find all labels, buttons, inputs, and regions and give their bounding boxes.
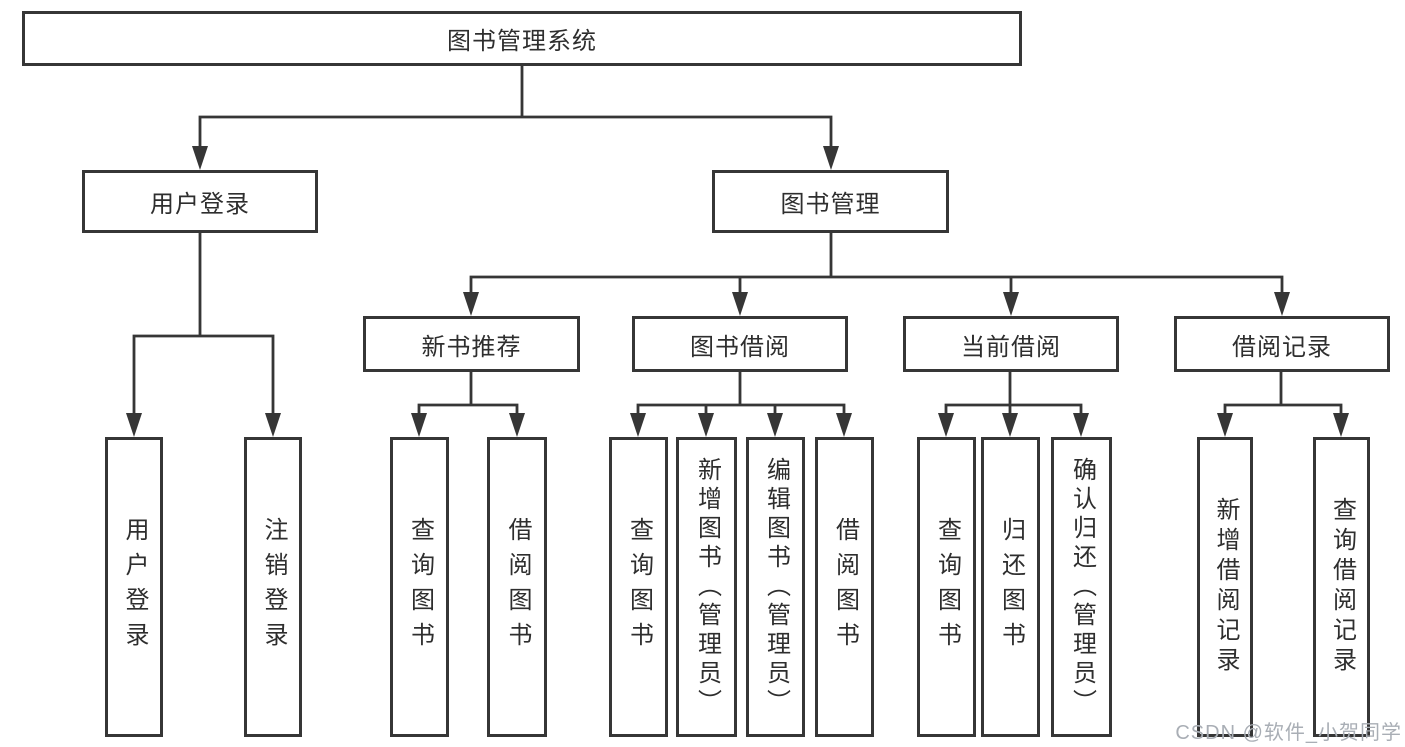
leaf-query-books-current: 查询图书 [917, 437, 976, 737]
leaf-label: 编辑图书（管理员） [762, 456, 790, 718]
node-new-book-recommend: 新书推荐 [363, 316, 580, 372]
leaf-query-books-recommend: 查询图书 [390, 437, 449, 737]
leaf-edit-books-admin: 编辑图书（管理员） [746, 437, 805, 737]
leaf-label: 确认归还（管理员） [1068, 456, 1096, 718]
leaf-user-login: 用户登录 [105, 437, 163, 737]
leaf-confirm-return-admin: 确认归还（管理员） [1051, 437, 1112, 737]
leaf-return-books: 归还图书 [981, 437, 1040, 737]
node-borrowing-records: 借阅记录 [1174, 316, 1390, 372]
leaf-label: 查询借阅记录 [1328, 497, 1356, 677]
leaf-label: 新增借阅记录 [1212, 497, 1239, 677]
leaf-query-books-borrowing: 查询图书 [609, 437, 668, 737]
leaf-label: 借阅图书 [504, 517, 531, 657]
leaf-label: 新增图书（管理员） [693, 456, 721, 718]
node-user-login: 用户登录 [82, 170, 318, 233]
node-current-borrowing: 当前借阅 [903, 316, 1119, 372]
leaf-logout: 注销登录 [244, 437, 302, 737]
node-book-borrowing: 图书借阅 [632, 316, 848, 372]
leaf-borrow-books: 借阅图书 [815, 437, 874, 737]
leaf-borrow-books-recommend: 借阅图书 [487, 437, 547, 737]
node-library-management-system: 图书管理系统 [22, 11, 1022, 66]
leaf-add-books-admin: 新增图书（管理员） [676, 437, 737, 737]
leaf-label: 归还图书 [997, 517, 1025, 657]
leaf-label: 查询图书 [625, 517, 653, 657]
leaf-label: 查询图书 [933, 517, 961, 657]
node-book-management: 图书管理 [712, 170, 949, 233]
leaf-label: 注销登录 [260, 517, 287, 657]
csdn-watermark: CSDN @软件_小贺同学 [1175, 722, 1402, 744]
leaf-query-borrow-record: 查询借阅记录 [1313, 437, 1370, 737]
leaf-label: 查询图书 [406, 517, 434, 657]
tree-edges [132, 66, 1343, 418]
leaf-add-borrow-record: 新增借阅记录 [1197, 437, 1253, 737]
leaf-label: 借阅图书 [831, 517, 859, 657]
leaf-label: 用户登录 [121, 517, 148, 657]
arrowheads [126, 146, 1349, 437]
